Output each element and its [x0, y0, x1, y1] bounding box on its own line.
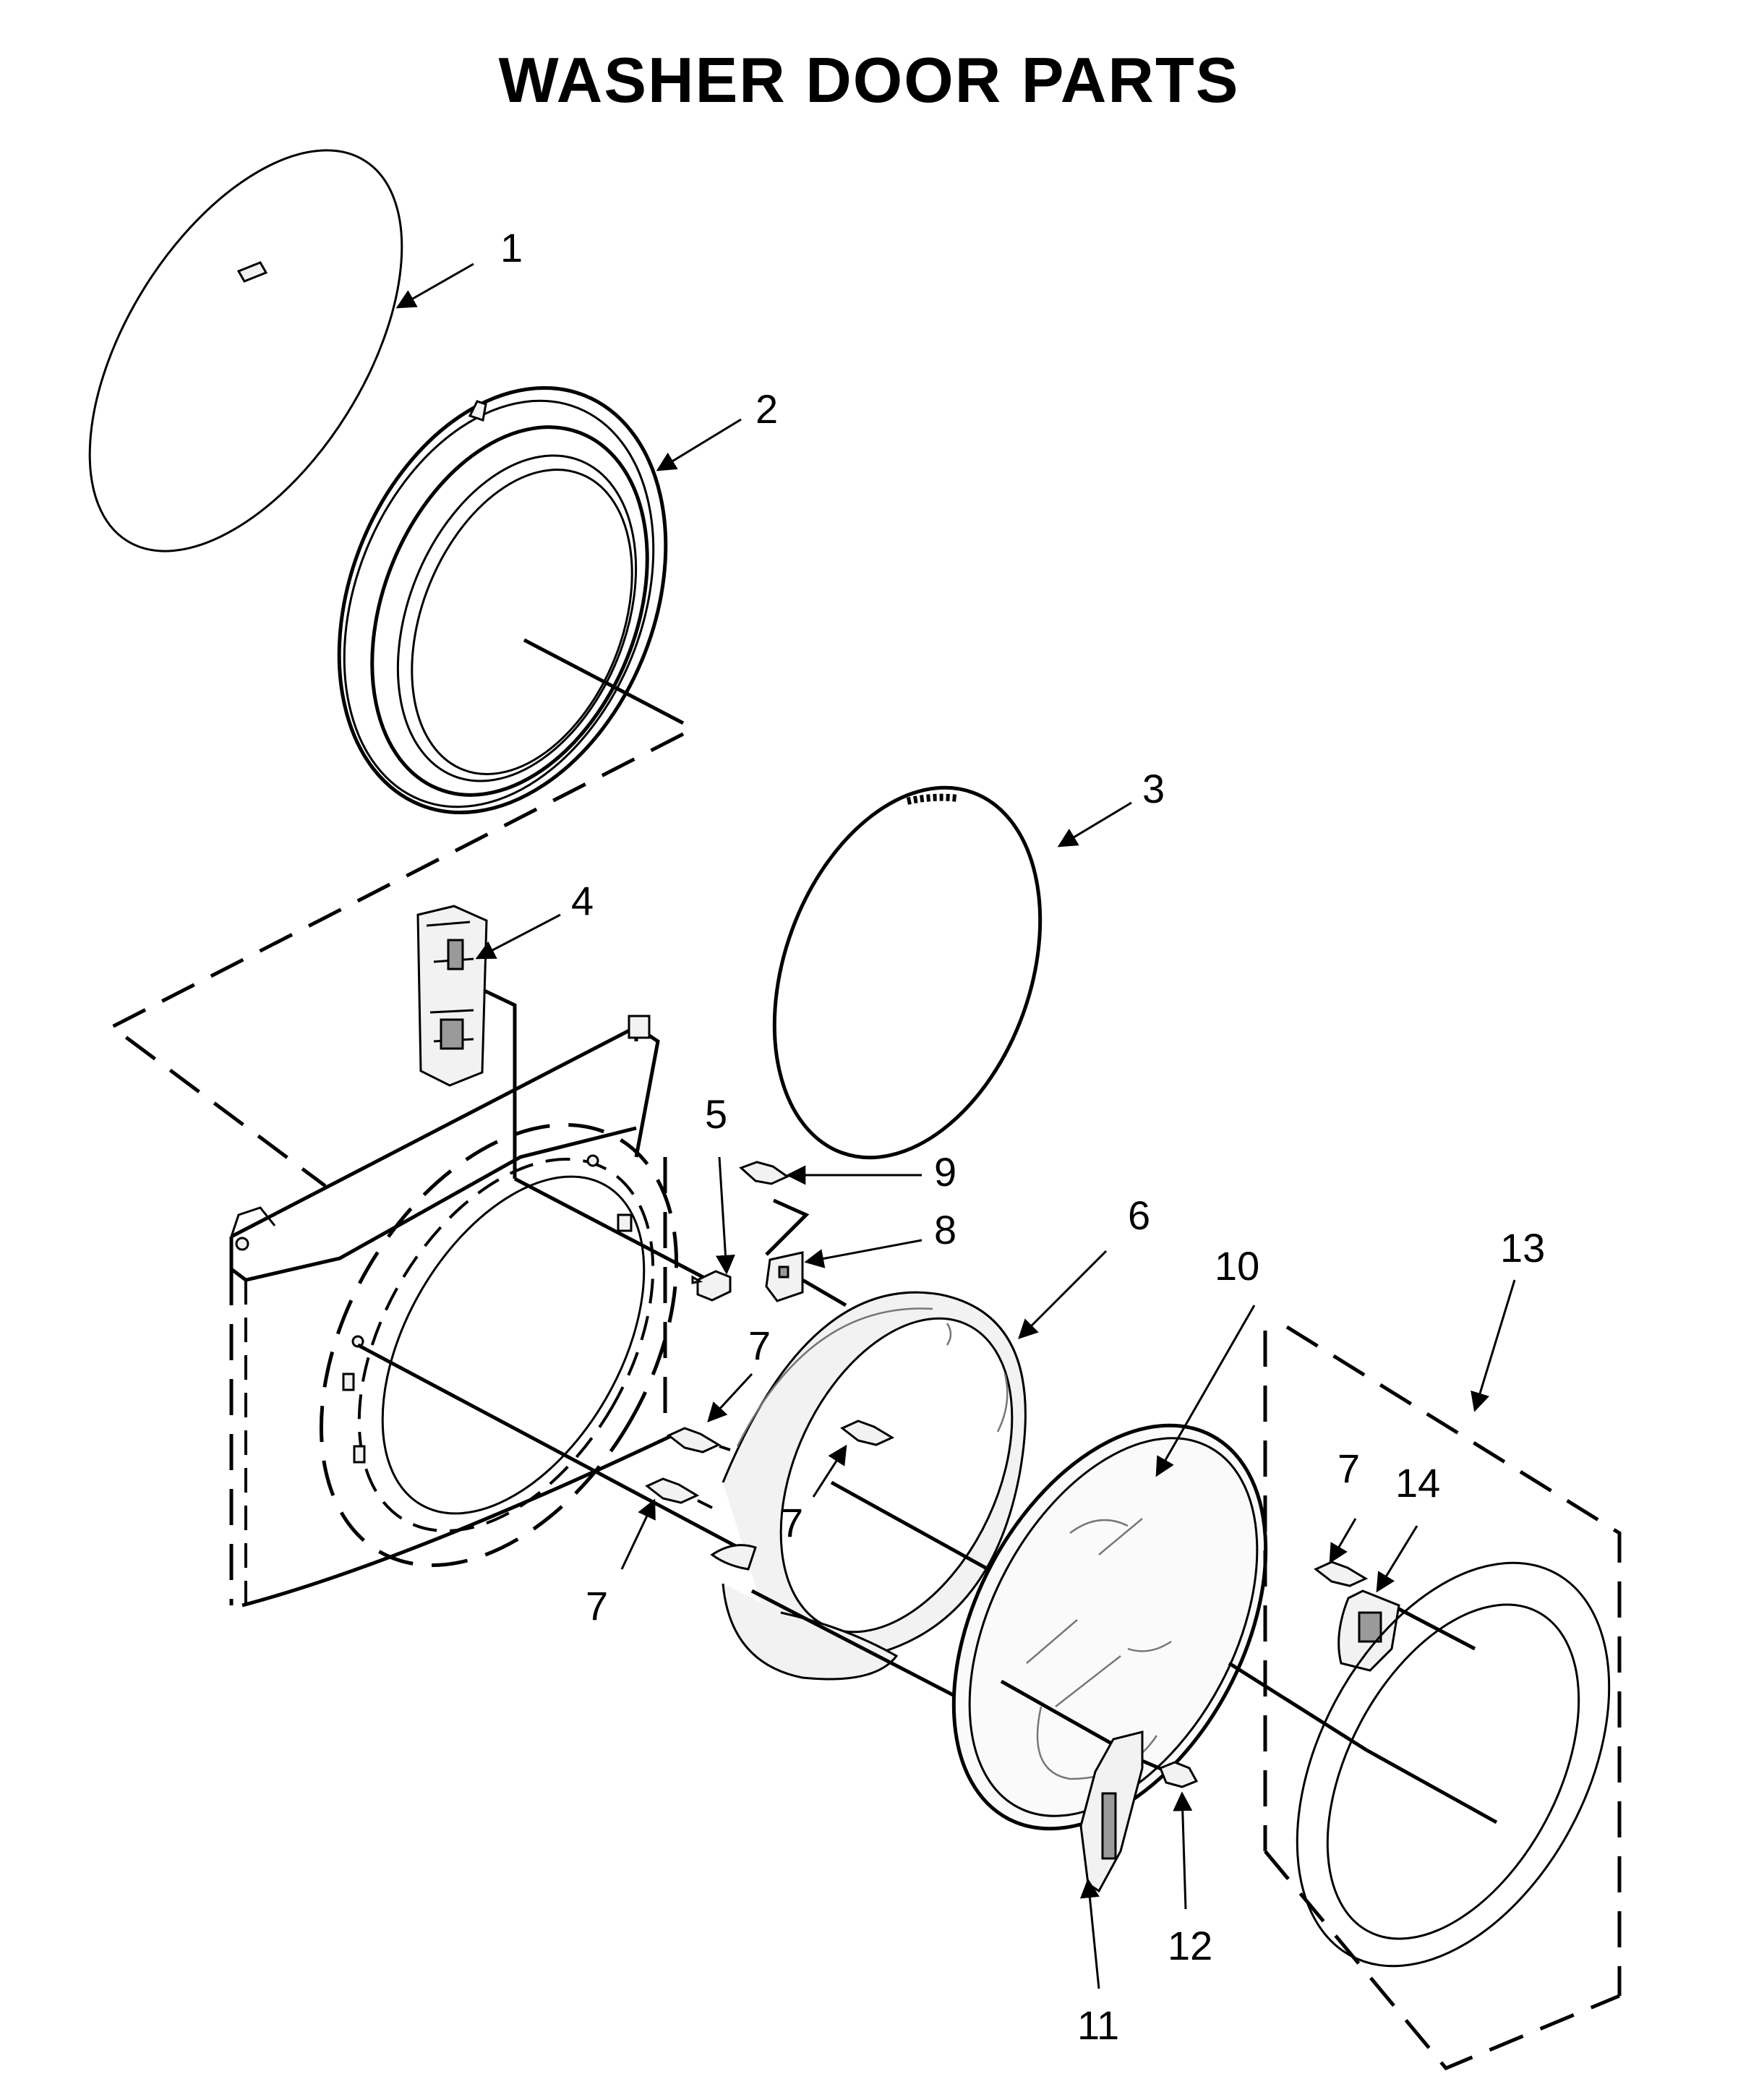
part-8-strike[interactable]	[765, 1251, 847, 1307]
part-12-screw[interactable]	[1159, 1761, 1199, 1788]
part-7-screw-b[interactable]	[840, 1420, 895, 1446]
part-1-door-glass-ring[interactable]	[26, 98, 466, 605]
callout-12: 12	[1168, 1923, 1212, 1968]
front-panel[interactable]	[229, 1015, 750, 1628]
part-7-screw-a[interactable]	[667, 1427, 731, 1454]
callout-labels: 1 2 3 4 5 6 7 7 7 7 8 9 10 11 12 13 14	[500, 225, 1545, 2048]
callout-7d: 7	[1337, 1446, 1360, 1491]
part-11-door-handle[interactable]	[1079, 1730, 1168, 1893]
part-7-screw-c[interactable]	[645, 1477, 713, 1509]
callout-2: 2	[755, 386, 778, 432]
callout-4: 4	[571, 878, 594, 923]
part-6-door-frame[interactable]	[710, 1281, 1058, 1702]
callout-11: 11	[1077, 2002, 1119, 2048]
callout-5: 5	[705, 1091, 727, 1137]
callout-3: 3	[1142, 766, 1165, 811]
callout-10: 10	[1215, 1243, 1259, 1289]
leader-arrows	[395, 262, 1516, 1989]
part-3-clamp-ring[interactable]	[727, 751, 1089, 1195]
callout-8: 8	[934, 1207, 956, 1252]
callout-13: 13	[1500, 1225, 1545, 1271]
callout-14: 14	[1395, 1460, 1440, 1506]
callout-7b: 7	[781, 1500, 803, 1545]
callout-7c: 7	[586, 1583, 608, 1629]
callout-7a: 7	[748, 1323, 771, 1368]
part-7-screw-d[interactable]	[1314, 1561, 1369, 1587]
page-title: WASHER DOOR PARTS	[498, 44, 1240, 116]
part-5-screw[interactable]	[691, 1270, 732, 1302]
part-14-hinge-cover[interactable]	[1337, 1589, 1476, 1672]
assembly-dashed-lines	[108, 732, 685, 1188]
part-13-outer-door[interactable]	[1233, 1325, 1673, 2071]
callout-1: 1	[500, 225, 523, 270]
part-10-inner-glass[interactable]	[890, 1373, 1368, 1881]
callout-6: 6	[1128, 1192, 1150, 1238]
callout-9: 9	[934, 1149, 956, 1195]
part-2-door-bellows[interactable]	[279, 339, 726, 862]
